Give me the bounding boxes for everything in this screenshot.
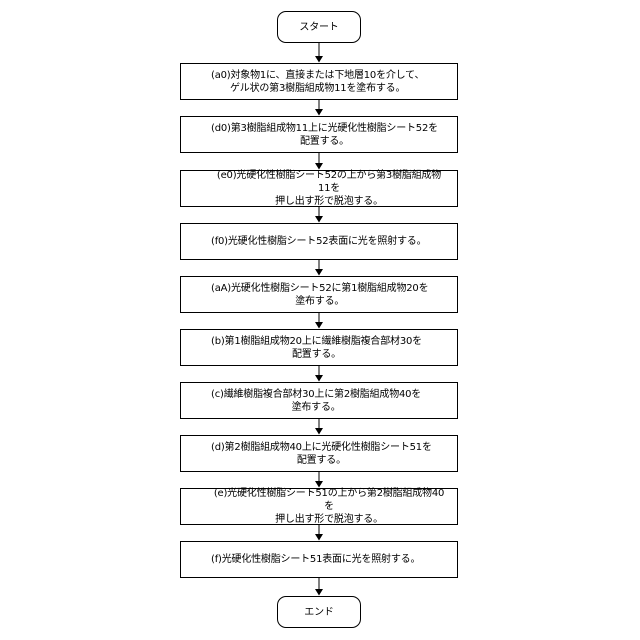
connector-arrowhead [315, 109, 323, 116]
step-b: (b)第1樹脂組成物20上に繊維樹脂複合部材30を 配置する。 [180, 329, 458, 366]
connector-arrowhead [315, 269, 323, 276]
connector-arrowhead [315, 428, 323, 435]
end-node: エンド [277, 596, 361, 628]
connector-arrowhead [315, 375, 323, 382]
step-e-text: (e)光硬化性樹脂シート51の上から第2樹脂組成物40を 押し出す形で脱泡する。 [211, 487, 447, 526]
step-e0: (e0)光硬化性樹脂シート52の上から第3樹脂組成物11を 押し出す形で脱泡する… [180, 170, 458, 207]
step-b-text: (b)第1樹脂組成物20上に繊維樹脂複合部材30を 配置する。 [211, 335, 422, 361]
connector-arrowhead [315, 322, 323, 329]
step-c-text: (c)繊維樹脂複合部材30上に第2樹脂組成物40を 塗布する。 [211, 388, 421, 414]
step-f0-text: (f0)光硬化性樹脂シート52表面に光を照射する。 [211, 235, 426, 248]
step-aA-text: (aA)光硬化性樹脂シート52に第1樹脂組成物20を 塗布する。 [211, 282, 428, 308]
connector-arrowhead [315, 589, 323, 596]
step-aA: (aA)光硬化性樹脂シート52に第1樹脂組成物20を 塗布する。 [180, 276, 458, 313]
connector-arrowhead [315, 56, 323, 63]
start-label: スタート [299, 21, 338, 34]
step-e: (e)光硬化性樹脂シート51の上から第2樹脂組成物40を 押し出す形で脱泡する。 [180, 488, 458, 525]
step-d0-text: (d0)第3樹脂組成物11上に光硬化性樹脂シート52を 配置する。 [211, 122, 438, 148]
step-a0: (a0)対象物1に、直接または下地層10を介して、 ゲル状の第3樹脂組成物11を… [180, 63, 458, 100]
step-d: (d)第2樹脂組成物40上に光硬化性樹脂シート51を 配置する。 [180, 435, 458, 472]
step-e0-text: (e0)光硬化性樹脂シート52の上から第3樹脂組成物11を 押し出す形で脱泡する… [211, 169, 447, 208]
step-f0: (f0)光硬化性樹脂シート52表面に光を照射する。 [180, 223, 458, 260]
connector-arrowhead [315, 534, 323, 541]
start-node: スタート [277, 11, 361, 43]
step-d0: (d0)第3樹脂組成物11上に光硬化性樹脂シート52を 配置する。 [180, 116, 458, 153]
step-d-text: (d)第2樹脂組成物40上に光硬化性樹脂シート51を 配置する。 [211, 441, 432, 467]
step-f-text: (f)光硬化性樹脂シート51表面に光を照射する。 [211, 553, 420, 566]
connector-arrowhead [315, 216, 323, 223]
end-label: エンド [304, 606, 333, 619]
step-a0-text: (a0)対象物1に、直接または下地層10を介して、 ゲル状の第3樹脂組成物11を… [211, 69, 424, 95]
step-c: (c)繊維樹脂複合部材30上に第2樹脂組成物40を 塗布する。 [180, 382, 458, 419]
step-f: (f)光硬化性樹脂シート51表面に光を照射する。 [180, 541, 458, 578]
